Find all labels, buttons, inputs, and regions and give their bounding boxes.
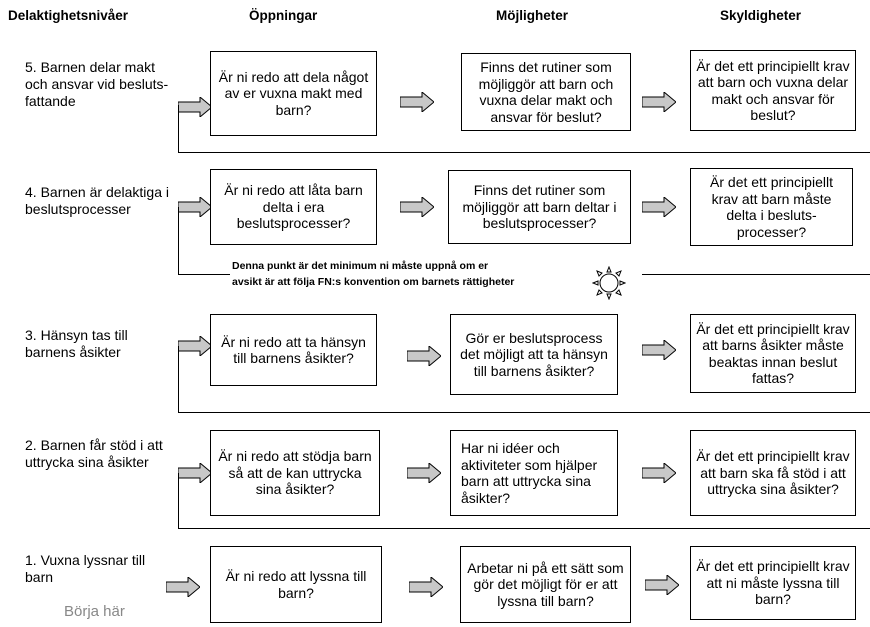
level-3-label: 3. Hänsyn tas till barnens åsikter xyxy=(25,327,128,360)
opening-box-1: Är ni redo att lyssna till barn? xyxy=(210,546,382,623)
level-1-label: 1. Vuxna lyssnar till barn xyxy=(25,552,146,585)
obligation-box-2: Är det ett principiellt krav att barn sk… xyxy=(690,430,856,516)
header-obligations: Skyldigheter xyxy=(720,8,802,23)
block-arrow-right-icon xyxy=(178,336,212,356)
start-here-label: Börja här xyxy=(64,603,125,620)
level-2-label: 2. Barnen får stöd i att uttrycka sina å… xyxy=(25,437,163,470)
connector-line xyxy=(178,346,179,412)
opening-box-4: Är ni redo att låta barn delta i era bes… xyxy=(210,169,377,245)
connector-line xyxy=(178,473,179,528)
obligation-box-1: Är det ett principiellt krav att ni måst… xyxy=(690,546,856,620)
minimum-note: Denna punkt är det minimum ni måste uppn… xyxy=(232,258,514,290)
possibility-box-1: Arbetar ni på ett sätt som gör det möjli… xyxy=(460,546,631,623)
block-arrow-right-icon xyxy=(642,92,676,112)
header-levels: Delaktighetsnivåer xyxy=(8,8,129,23)
opening-box-2: Är ni redo att stödja barn så att de kan… xyxy=(210,430,380,516)
obligation-box-3: Är det ett principiellt krav att barns å… xyxy=(690,314,856,393)
block-arrow-right-icon xyxy=(166,577,200,597)
block-arrow-right-icon xyxy=(178,97,212,117)
possibility-box-3: Gör er beslutsprocess det möjligt att ta… xyxy=(450,314,618,395)
sun-marker-icon xyxy=(592,266,626,300)
header-possibilities: Möjligheter xyxy=(496,8,569,23)
block-arrow-right-icon xyxy=(400,197,434,217)
opening-box-3: Är ni redo att ta hänsyn till barnens ås… xyxy=(210,314,377,386)
block-arrow-right-icon xyxy=(642,340,676,360)
block-arrow-right-icon xyxy=(642,197,676,217)
minimum-note-line-1: Denna punkt är det minimum ni måste uppn… xyxy=(232,260,489,272)
block-arrow-right-icon xyxy=(400,92,434,112)
connector-line xyxy=(178,152,870,153)
minimum-note-line-2: avsikt är att följa FN:s konvention om b… xyxy=(232,276,515,288)
block-arrow-right-icon xyxy=(178,463,212,483)
header-openings: Öppningar xyxy=(249,8,318,23)
obligation-box-5: Är det ett principiellt krav att barn oc… xyxy=(690,50,856,131)
connector-line xyxy=(178,528,870,529)
connector-line xyxy=(178,105,179,152)
block-arrow-right-icon xyxy=(409,577,443,597)
possibility-box-2: Har ni idéer och aktiviteter som hjälper… xyxy=(450,430,618,516)
block-arrow-right-icon xyxy=(407,463,441,483)
obligation-box-4: Är det ett principiellt krav att barn må… xyxy=(690,168,853,246)
block-arrow-right-icon xyxy=(407,346,441,366)
block-arrow-right-icon xyxy=(645,575,679,595)
possibility-box-4: Finns det rutiner som möjliggör att barn… xyxy=(448,170,631,244)
opening-box-5: Är ni redo att dela något av er vuxna ma… xyxy=(210,51,377,136)
level-4-label: 4. Barnen är delaktiga i beslutsprocesse… xyxy=(25,184,169,217)
block-arrow-right-icon xyxy=(642,463,676,483)
level-5-label: 5. Barnen delar makt och ansvar vid besl… xyxy=(25,59,169,109)
connector-line xyxy=(178,274,230,275)
connector-line xyxy=(178,412,870,413)
connector-line xyxy=(642,274,870,275)
block-arrow-right-icon xyxy=(178,197,212,217)
possibility-box-5: Finns det rutiner som möjliggör att barn… xyxy=(461,53,631,131)
connector-line xyxy=(178,207,179,274)
